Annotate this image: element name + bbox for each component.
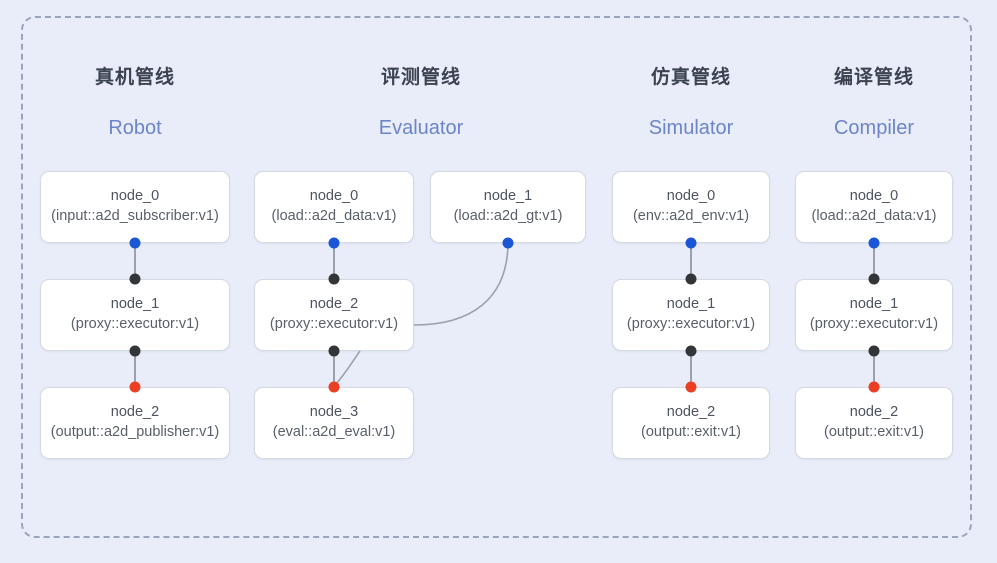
node-compiler-0[interactable]: node_0 (load::a2d_data:v1) (795, 171, 953, 243)
edge-simulator-1-to-2 (690, 351, 692, 387)
node-robot-1-name: node_1 (110, 296, 160, 313)
node-evaluator-1-name: node_1 (483, 188, 533, 205)
port-robot-2-input[interactable] (129, 381, 141, 393)
node-simulator-0-name: node_0 (666, 188, 716, 205)
node-robot-2[interactable]: node_2 (output::a2d_publisher:v1) (40, 387, 230, 459)
edge-evaluator-0-to-2 (333, 243, 335, 279)
node-simulator-2-name: node_2 (666, 404, 716, 421)
edge-robot-0-to-1 (134, 243, 136, 279)
node-simulator-0-spec: (env::a2d_env:v1) (632, 208, 750, 224)
node-simulator-0[interactable]: node_0 (env::a2d_env:v1) (612, 171, 770, 243)
node-robot-1[interactable]: node_1 (proxy::executor:v1) (40, 279, 230, 351)
port-compiler-0-output[interactable] (868, 237, 880, 249)
node-robot-0[interactable]: node_0 (input::a2d_subscriber:v1) (40, 171, 230, 243)
node-robot-0-name: node_0 (110, 188, 160, 205)
node-compiler-2[interactable]: node_2 (output::exit:v1) (795, 387, 953, 459)
node-evaluator-3[interactable]: node_3 (eval::a2d_eval:v1) (254, 387, 414, 459)
node-compiler-1-spec: (proxy::executor:v1) (809, 316, 939, 332)
port-evaluator-0-output[interactable] (328, 237, 340, 249)
edge-simulator-0-to-1 (690, 243, 692, 279)
node-compiler-2-name: node_2 (849, 404, 899, 421)
node-robot-2-name: node_2 (110, 404, 160, 421)
port-simulator-1-output[interactable] (685, 345, 697, 357)
node-robot-2-spec: (output::a2d_publisher:v1) (50, 424, 220, 440)
node-evaluator-0[interactable]: node_0 (load::a2d_data:v1) (254, 171, 414, 243)
port-robot-0-output[interactable] (129, 237, 141, 249)
node-compiler-0-spec: (load::a2d_data:v1) (811, 208, 937, 224)
node-evaluator-1[interactable]: node_1 (load::a2d_gt:v1) (430, 171, 586, 243)
port-simulator-1-input[interactable] (685, 273, 697, 285)
port-evaluator-3-input[interactable] (328, 381, 340, 393)
port-compiler-2-input[interactable] (868, 381, 880, 393)
node-robot-0-spec: (input::a2d_subscriber:v1) (51, 208, 219, 224)
node-evaluator-2[interactable]: node_2 (proxy::executor:v1) (254, 279, 414, 351)
port-robot-1-output[interactable] (129, 345, 141, 357)
node-simulator-2[interactable]: node_2 (output::exit:v1) (612, 387, 770, 459)
port-evaluator-1-output[interactable] (502, 237, 514, 249)
node-evaluator-2-name: node_2 (309, 296, 359, 313)
node-compiler-2-spec: (output::exit:v1) (824, 424, 924, 440)
edge-compiler-0-to-1 (873, 243, 875, 279)
node-robot-1-spec: (proxy::executor:v1) (70, 316, 200, 332)
node-simulator-1[interactable]: node_1 (proxy::executor:v1) (612, 279, 770, 351)
node-evaluator-3-spec: (eval::a2d_eval:v1) (272, 424, 396, 440)
port-evaluator-2-input[interactable] (328, 273, 340, 285)
port-simulator-0-output[interactable] (685, 237, 697, 249)
node-compiler-0-name: node_0 (849, 188, 899, 205)
port-evaluator-2-output[interactable] (328, 345, 340, 357)
node-evaluator-0-spec: (load::a2d_data:v1) (271, 208, 397, 224)
node-simulator-1-name: node_1 (666, 296, 716, 313)
node-evaluator-0-name: node_0 (309, 188, 359, 205)
node-evaluator-3-name: node_3 (309, 404, 359, 421)
node-evaluator-1-spec: (load::a2d_gt:v1) (453, 208, 563, 224)
node-simulator-1-spec: (proxy::executor:v1) (626, 316, 756, 332)
port-robot-1-input[interactable] (129, 273, 141, 285)
node-compiler-1-name: node_1 (849, 296, 899, 313)
node-simulator-2-spec: (output::exit:v1) (641, 424, 741, 440)
node-evaluator-2-spec: (proxy::executor:v1) (269, 316, 399, 332)
port-simulator-2-input[interactable] (685, 381, 697, 393)
node-compiler-1[interactable]: node_1 (proxy::executor:v1) (795, 279, 953, 351)
pipeline-group-frame (21, 16, 972, 538)
edge-robot-1-to-2 (134, 351, 136, 387)
port-compiler-1-input[interactable] (868, 273, 880, 285)
edge-compiler-1-to-2 (873, 351, 875, 387)
port-compiler-1-output[interactable] (868, 345, 880, 357)
